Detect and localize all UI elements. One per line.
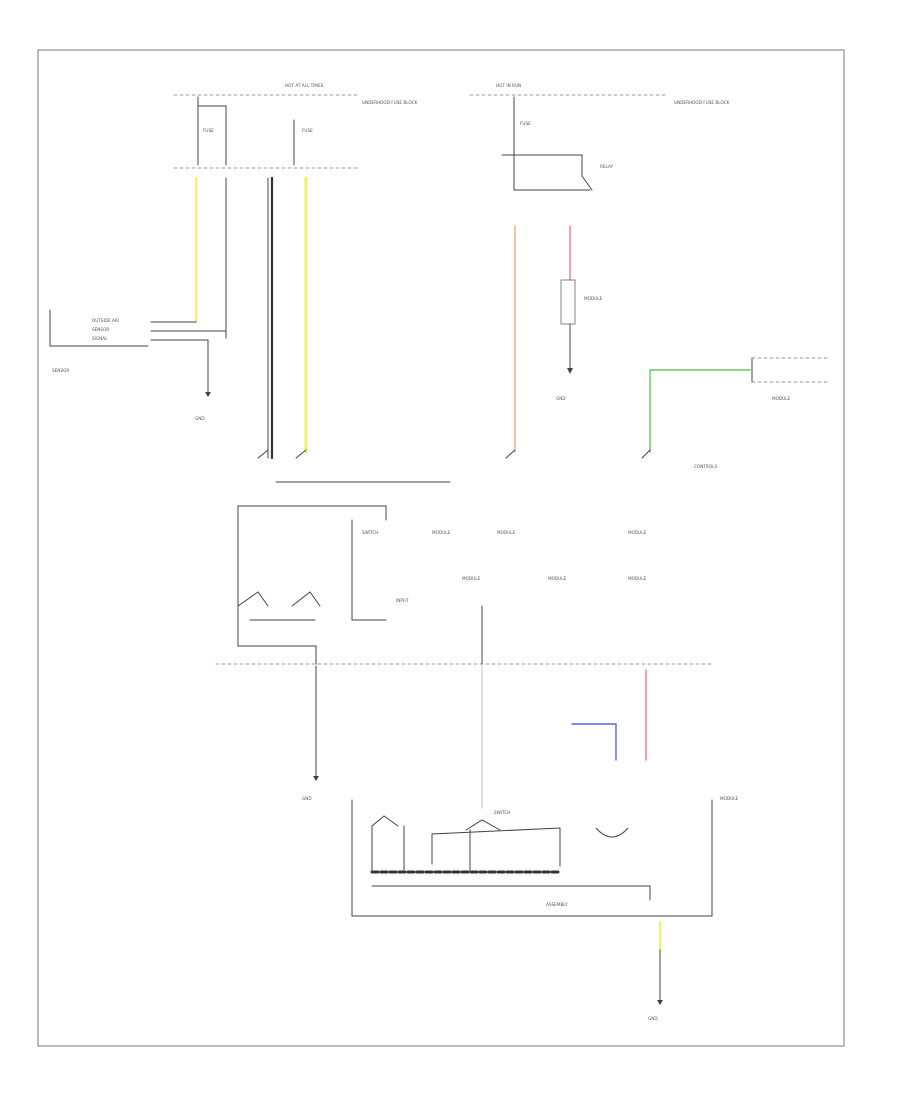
top-right-circuit: HOT IN RUN UNDERHOOD FUSE BLOCK FUSE REL… (469, 83, 829, 469)
green-wire (649, 369, 751, 453)
mid-row2-3: MODULE (548, 576, 567, 581)
right-module-label: MODULE (584, 296, 603, 301)
bottom-mid-label: SWITCH (494, 810, 510, 815)
sensor-pin-2: SENSOR (92, 327, 109, 332)
green-box-label: MODULE (772, 396, 791, 401)
middle-section: SWITCH MODULE MODULE MODULE INPUT MODULE… (215, 481, 713, 665)
bottom-left-gnd: GND (302, 796, 312, 801)
top-right-relay: RELAY (600, 164, 614, 169)
sensor-name: SENSOR (52, 368, 69, 373)
left-ground-label: GND (195, 416, 205, 421)
top-right-box-label: UNDERHOOD FUSE BLOCK (674, 100, 730, 105)
green-sub-label: CONTROLS (694, 464, 717, 469)
right-ground-label: GND (556, 396, 566, 401)
bottom-ground-label: GND (648, 1016, 658, 1021)
top-right-bus-label: HOT IN RUN (496, 83, 521, 88)
bottom-box-label: ASSEMBLY (546, 902, 568, 907)
diagram-frame (37, 49, 845, 1047)
top-left-bus-label: HOT AT ALL TIMES (285, 83, 324, 88)
fuse-label-1: FUSE (203, 128, 214, 133)
bottom-section: GND SWITCH MODULE ASSEMBLY GND (302, 665, 739, 1021)
top-left-box-label: UNDERHOOD FUSE BLOCK (362, 100, 418, 105)
top-left-circuit: HOT AT ALL TIMES UNDERHOOD FUSE BLOCK FU… (49, 83, 418, 460)
fuse-label-2: FUSE (302, 128, 313, 133)
sensor-pin-1: OUTSIDE AIR (92, 318, 119, 323)
mid-box-label: SWITCH (362, 530, 378, 535)
mid-col-1: MODULE (432, 530, 451, 535)
sensor-pin-3: SIGNAL (92, 336, 108, 341)
mid-row2-1: INPUT (396, 598, 409, 603)
mid-row2-2: MODULE (462, 576, 481, 581)
bottom-right-label: MODULE (720, 796, 739, 801)
mid-col-2: MODULE (497, 530, 516, 535)
blue-wire (571, 723, 617, 761)
top-right-fuse: FUSE (520, 121, 531, 126)
mid-row2-4: MODULE (628, 576, 647, 581)
mid-col-3: MODULE (628, 530, 647, 535)
